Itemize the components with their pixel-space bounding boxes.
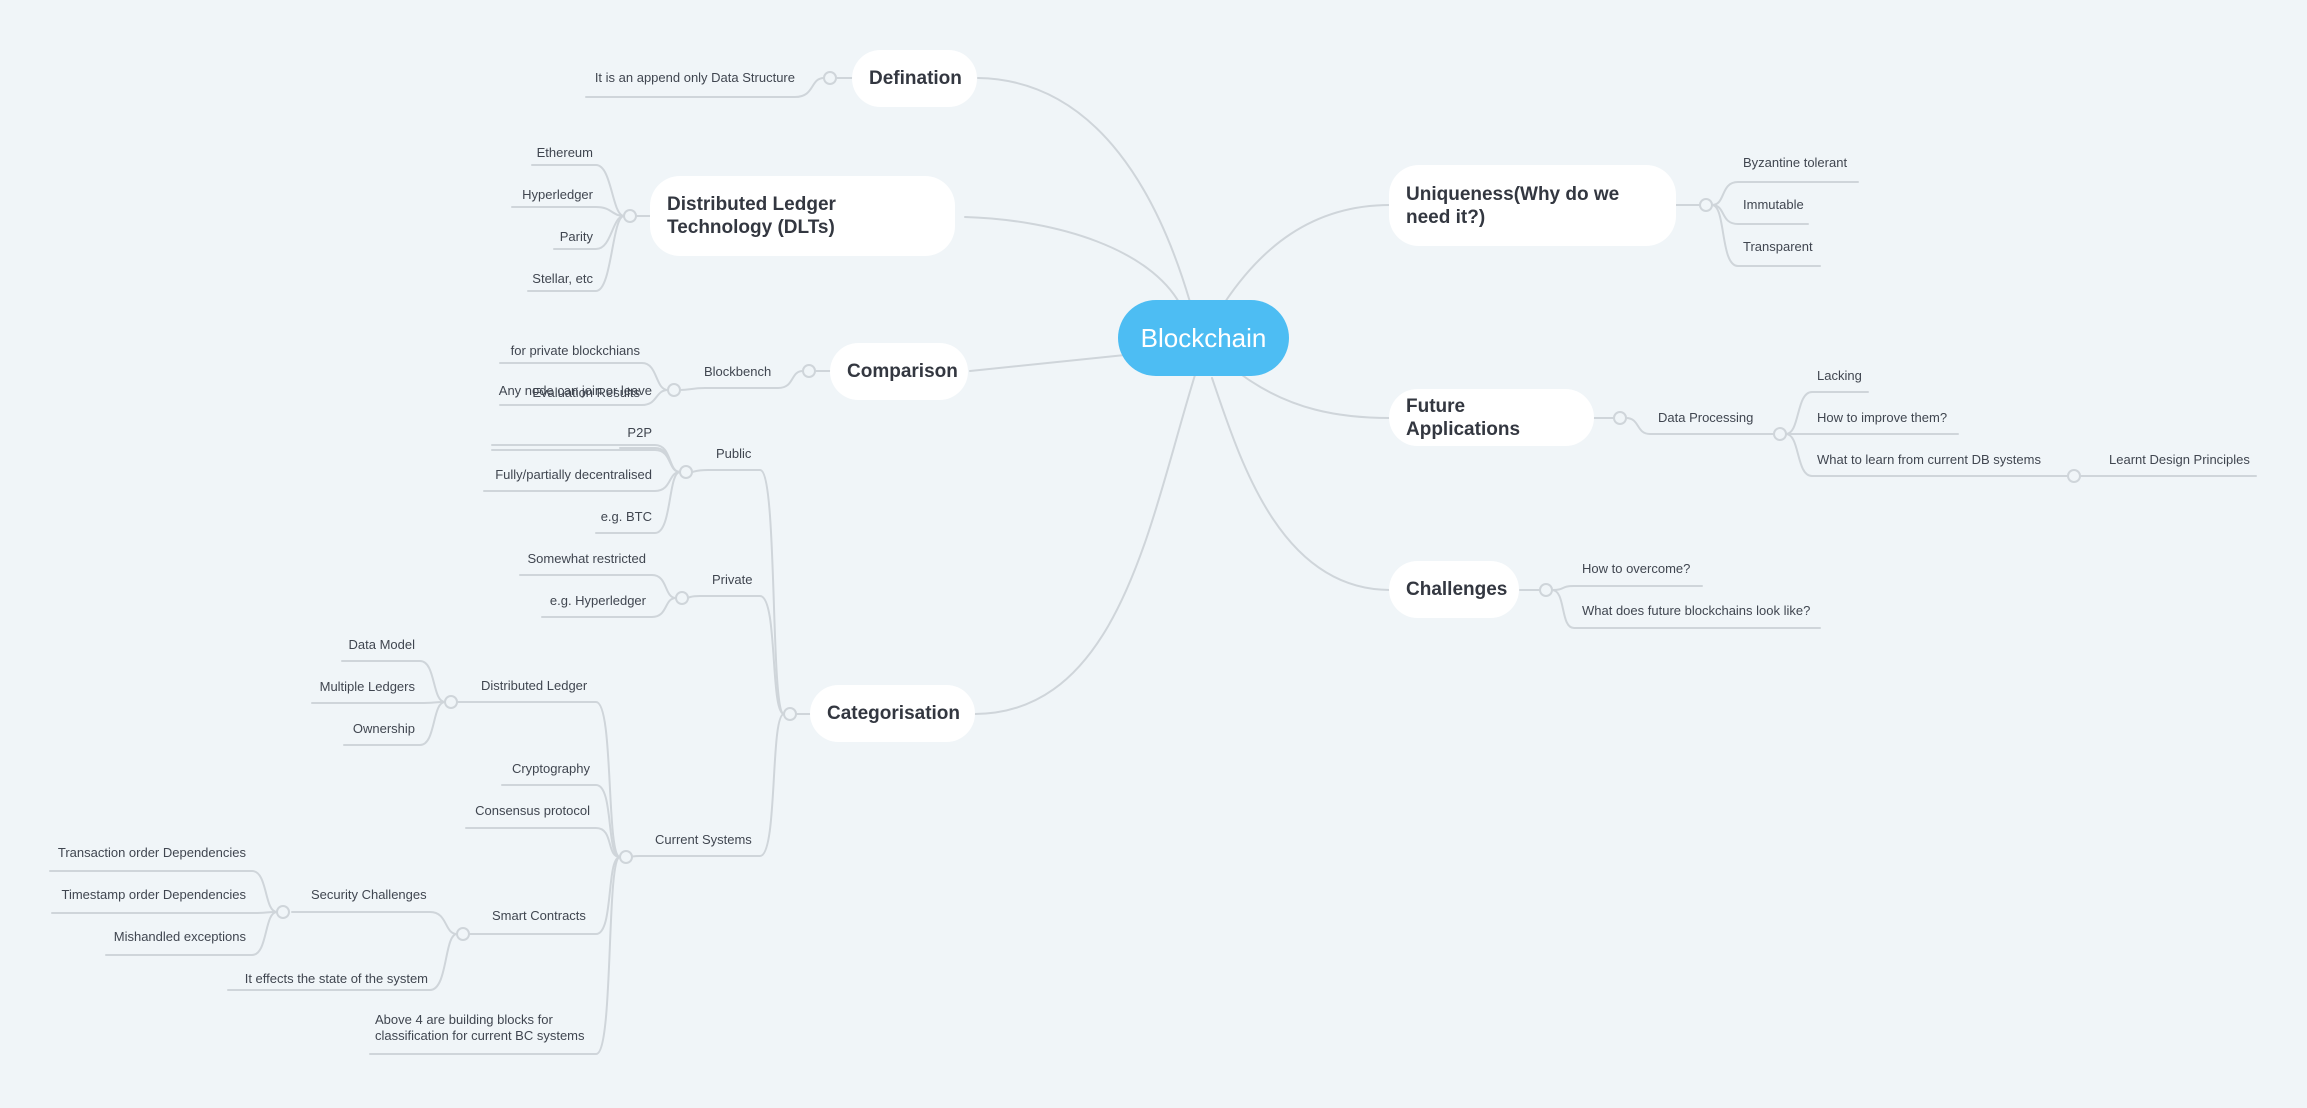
topic-challenges[interactable]: Challenges: [1389, 561, 1519, 618]
subtopic-timestamp-order[interactable]: Timestamp order Dependencies: [61, 887, 247, 902]
subtopic-private-blockchains[interactable]: for private blockchians: [510, 343, 640, 358]
subtopic-mishandled-exceptions[interactable]: Mishandled exceptions: [113, 929, 246, 944]
subtopic-evaluation-results[interactable]: Evaluation Results: [532, 385, 640, 400]
subtopic-ethereum[interactable]: Ethereum: [536, 145, 593, 160]
root-label: Blockchain: [1140, 322, 1267, 353]
subtopic-multiple-ledgers[interactable]: Multiple Ledgers: [319, 679, 415, 694]
topic-categorisation[interactable]: Categorisation: [810, 685, 975, 742]
subtopic-eg-hyperledger[interactable]: e.g. Hyperledger: [549, 593, 646, 608]
subtopic-immutable[interactable]: Immutable: [1743, 197, 1804, 212]
subtopic-lacking[interactable]: Lacking: [1817, 368, 1862, 383]
subtopic-smart-contracts[interactable]: Smart Contracts: [492, 908, 586, 923]
topic-uniqueness-label: Uniqueness(Why do we need it?): [1406, 183, 1620, 228]
subtopic-building-blocks[interactable]: Above 4 are building blocks for classifi…: [375, 1012, 585, 1043]
topic-challenges-label: Challenges: [1406, 579, 1508, 600]
subtopic-improve[interactable]: How to improve them?: [1817, 410, 1948, 425]
subtopic-somewhat-restricted[interactable]: Somewhat restricted: [527, 551, 647, 566]
subtopic-hyperledger[interactable]: Hyperledger: [522, 187, 593, 202]
topic-uniqueness[interactable]: Uniqueness(Why do we need it?): [1389, 165, 1676, 246]
subtopic-learn-db[interactable]: What to learn from current DB systems: [1817, 452, 2041, 467]
subtopic-ownership[interactable]: Ownership: [352, 721, 415, 736]
topic-comparison[interactable]: Comparison: [830, 343, 968, 400]
subtopic-p2p[interactable]: P2P: [627, 425, 652, 440]
subtopic-public[interactable]: Public: [716, 446, 752, 461]
subtopic-byzantine[interactable]: Byzantine tolerant: [1743, 155, 1848, 170]
subtopic-distributed-ledger[interactable]: Distributed Ledger: [481, 678, 588, 693]
topic-dlt[interactable]: Distributed Ledger Technology (DLTs): [650, 176, 955, 256]
topic-categorisation-label: Categorisation: [827, 703, 961, 724]
subtopic-current-systems[interactable]: Current Systems: [655, 832, 752, 847]
topic-comparison-label: Comparison: [847, 361, 958, 382]
subtopic-blockbench[interactable]: Blockbench: [704, 364, 772, 379]
topic-defination-label: Defination: [869, 68, 962, 89]
subtopic-data-model[interactable]: Data Model: [348, 637, 415, 652]
subtopic-eg-btc[interactable]: e.g. BTC: [600, 509, 652, 524]
topic-dlt-label: Distributed Ledger Technology (DLTs): [667, 194, 836, 238]
subtopic-join-leave[interactable]: Any node can join or leave: [498, 383, 652, 398]
subtopic-cryptography[interactable]: Cryptography: [511, 761, 590, 776]
subtopic-append-only[interactable]: It is an append only Data Structure: [594, 70, 795, 85]
subtopic-overcome[interactable]: How to overcome?: [1582, 561, 1691, 576]
subtopic-consensus[interactable]: Consensus protocol: [475, 803, 590, 818]
subtopic-design-principles[interactable]: Learnt Design Principles: [2109, 452, 2250, 467]
subtopic-transaction-order[interactable]: Transaction order Dependencies: [57, 845, 246, 860]
topic-future-label: Future Applications: [1406, 395, 1521, 440]
subtopic-stellar[interactable]: Stellar, etc: [532, 271, 593, 286]
subtopic-security-challenges[interactable]: Security Challenges: [311, 887, 427, 902]
root-topic[interactable]: Blockchain: [1118, 300, 1289, 376]
topic-future-applications[interactable]: Future Applications: [1389, 389, 1594, 446]
subtopic-data-processing[interactable]: Data Processing: [1658, 410, 1754, 425]
subtopic-future-blockchains[interactable]: What does future blockchains look like?: [1582, 603, 1811, 618]
subtopic-effects-state[interactable]: It effects the state of the system: [244, 971, 428, 986]
subtopic-parity[interactable]: Parity: [559, 229, 593, 244]
topic-defination[interactable]: Defination: [852, 50, 977, 107]
subtopic-transparent[interactable]: Transparent: [1743, 239, 1813, 254]
subtopic-private[interactable]: Private: [712, 572, 753, 587]
subtopic-decentralised[interactable]: Fully/partially decentralised: [495, 467, 652, 482]
